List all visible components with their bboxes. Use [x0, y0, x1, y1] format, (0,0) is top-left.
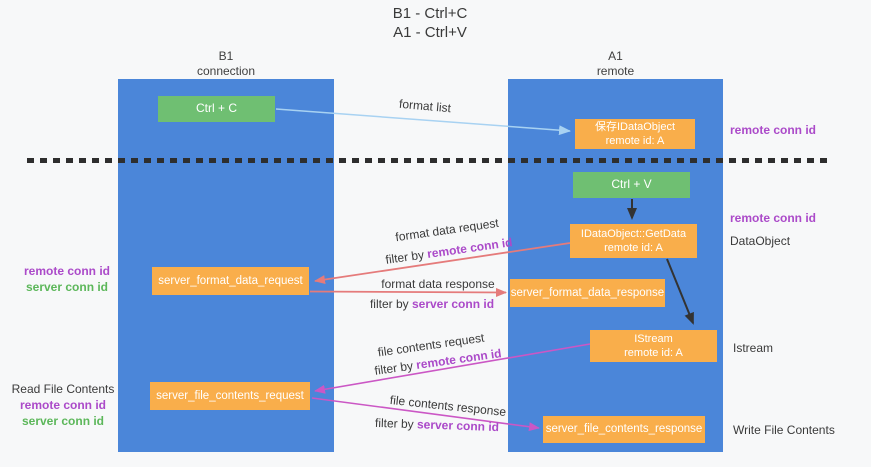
getdata-line2: remote id: A: [604, 242, 663, 254]
getdata-line1: IDataObject::GetData: [580, 227, 687, 240]
server-conn-id-text: server conn id: [416, 417, 500, 435]
ctrl-c-label: Ctrl + C: [195, 101, 237, 116]
title-line-1: B1 - Ctrl+C: [392, 5, 468, 22]
server-file-contents-response-label: server_file_contents_response: [545, 423, 703, 436]
left-server-conn-id-upper: server conn id: [25, 280, 109, 294]
right-column-header: A1 remote: [508, 49, 723, 79]
left-column-header: B1 connection: [118, 49, 334, 79]
istream-box: IStream remote id: A: [590, 330, 717, 362]
format-data-response-label: format data response: [381, 277, 495, 291]
read-file-contents-label: Read File Contents: [11, 382, 115, 396]
remote-conn-id-text: remote conn id: [426, 235, 514, 261]
filter-prefix: filter by: [374, 415, 418, 432]
left-column-name: B1: [218, 49, 234, 63]
title-line-2: A1 - Ctrl+V: [393, 24, 467, 41]
ctrl-v-box: Ctrl + V: [573, 172, 690, 198]
left-remote-conn-id-lower: remote conn id: [19, 398, 106, 412]
diagram-title: B1 - Ctrl+C A1 - Ctrl+V: [300, 4, 560, 42]
istream-side-label: Istream: [733, 341, 774, 355]
filter-by-server-conn-id-label-1: filter by server conn id: [370, 297, 494, 311]
save-idataobject-line1: 保存IDataObject: [594, 120, 676, 133]
filter-prefix: filter by: [369, 297, 412, 311]
write-file-contents-label: Write File Contents: [733, 423, 835, 437]
left-server-conn-id-lower: server conn id: [21, 414, 105, 428]
right-remote-conn-id-top: remote conn id: [730, 123, 817, 137]
filter-prefix: filter by: [384, 247, 429, 267]
format-list-label: format list: [398, 96, 452, 116]
file-contents-response-label: file contents response: [389, 392, 507, 420]
right-column-name: A1: [608, 49, 623, 63]
istream-line2: remote id: A: [624, 347, 683, 359]
dashed-separator: [27, 158, 831, 163]
save-idataobject-box: 保存IDataObject remote id: A: [575, 119, 695, 149]
right-remote-conn-id-mid: remote conn id: [730, 211, 817, 225]
ctrl-c-box: Ctrl + C: [158, 96, 275, 122]
server-format-data-request-box: server_format_data_request: [152, 267, 309, 295]
server-format-data-response-box: server_format_data_response: [510, 279, 665, 307]
left-column-role: connection: [196, 64, 256, 78]
server-file-contents-request-label: server_file_contents_request: [156, 389, 304, 402]
dataobject-label: DataObject: [730, 234, 791, 248]
save-idataobject-line2: remote id: A: [605, 135, 665, 147]
server-conn-id-text: server conn id: [411, 297, 495, 311]
ctrl-v-label: Ctrl + V: [611, 177, 652, 192]
left-conn-id-stack-lower: Read File Contents remote conn id server…: [10, 381, 116, 429]
left-conn-id-stack-upper: remote conn id server conn id: [18, 263, 116, 295]
idataobject-getdata-box: IDataObject::GetData remote id: A: [570, 224, 697, 258]
filter-by-server-conn-id-label-2: filter by server conn id: [375, 416, 499, 434]
filter-prefix: filter by: [373, 358, 418, 378]
arrow-format-data-response: [309, 287, 507, 297]
left-remote-conn-id-upper: remote conn id: [23, 264, 110, 278]
right-column-role: remote: [596, 64, 635, 78]
server-file-contents-response-box: server_file_contents_response: [543, 416, 705, 443]
istream-line1: IStream: [634, 332, 673, 345]
server-format-data-response-label: server_format_data_response: [510, 286, 665, 299]
server-file-contents-request-box: server_file_contents_request: [150, 382, 310, 410]
server-format-data-request-label: server_format_data_request: [158, 274, 303, 287]
